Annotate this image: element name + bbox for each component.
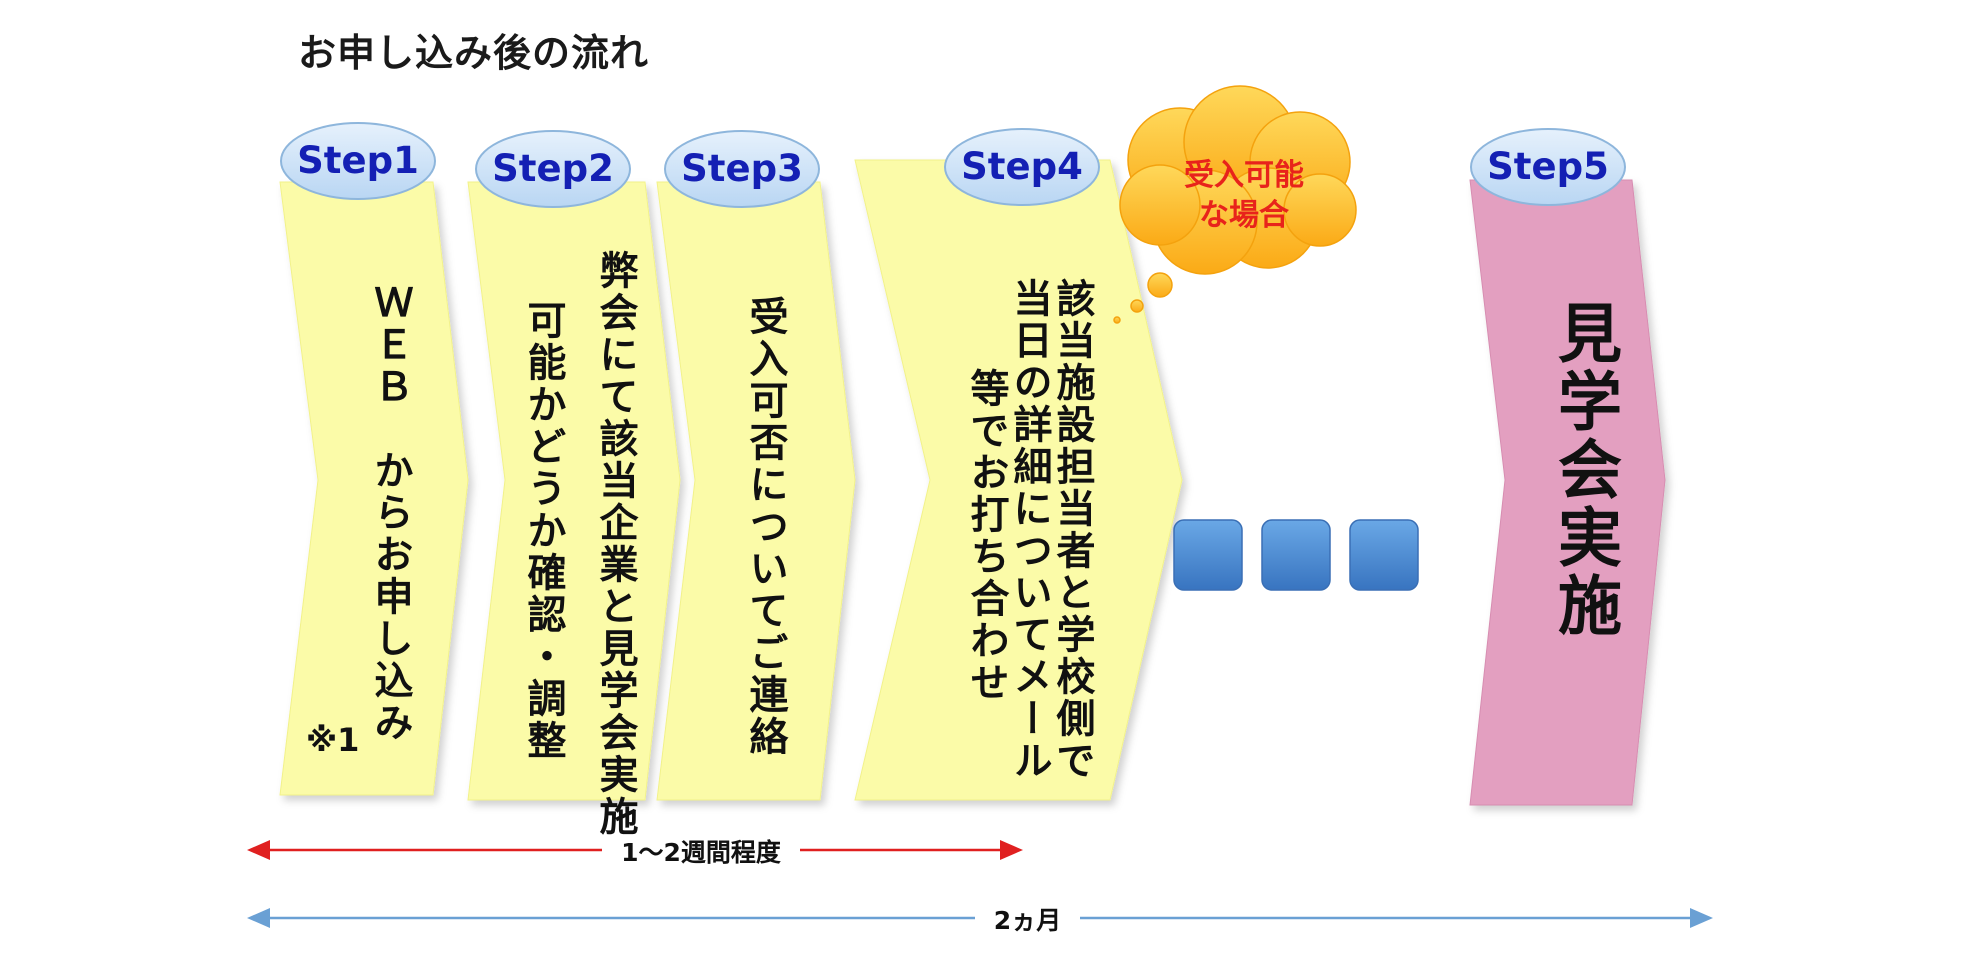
step2-label: Step2	[492, 147, 614, 190]
step4-text-line1: 該当施設担当者と学校側で	[1050, 278, 1095, 782]
continuation-square-2	[1261, 519, 1331, 591]
step3-chevron	[656, 181, 856, 801]
step4-text-line2: 当日の詳細についてメール	[1007, 278, 1052, 782]
step5-oval	[1470, 128, 1626, 206]
step2-text-line2: 可能かどうか確認・調整	[521, 300, 566, 762]
step4-label: Step4	[961, 145, 1083, 188]
step1-note: ※1	[306, 721, 360, 759]
long-timeline-label: 2ヵ月	[993, 906, 1062, 935]
page-title: お申し込み後の流れ	[298, 31, 650, 75]
step5-text: 見学会実施	[1547, 300, 1621, 640]
step4-chevron	[854, 159, 1183, 801]
step4-oval	[944, 128, 1100, 206]
cloud-text-line2: な場合	[1199, 198, 1289, 233]
short-timeline-label: 1〜2週間程度	[621, 838, 781, 867]
step2-chevron	[467, 181, 681, 801]
step1-label: Step1	[297, 139, 419, 182]
step5-chevron	[1469, 179, 1666, 806]
step1-text: ＷＥＢ からお申し込み	[368, 282, 413, 744]
continuation-square-3	[1349, 519, 1419, 591]
continuation-square-1	[1173, 519, 1243, 591]
cloud-text-line1: 受入可能	[1184, 158, 1304, 193]
step3-oval	[664, 130, 820, 208]
step1-oval	[280, 122, 436, 200]
step4-text-line3: 等でお打ち合わせ	[964, 368, 1009, 704]
step3-label: Step3	[681, 147, 803, 190]
step3-text: 受入可否についてご連絡	[743, 296, 788, 758]
short-timeline-arrow	[247, 840, 1023, 860]
step1-chevron	[279, 181, 469, 796]
step2-text-line1: 弊会にて該当企業と見学会実施	[593, 250, 638, 838]
step2-oval	[475, 130, 631, 208]
long-timeline-arrow	[247, 908, 1713, 928]
thought-cloud	[1113, 85, 1357, 324]
step5-label: Step5	[1487, 145, 1609, 188]
